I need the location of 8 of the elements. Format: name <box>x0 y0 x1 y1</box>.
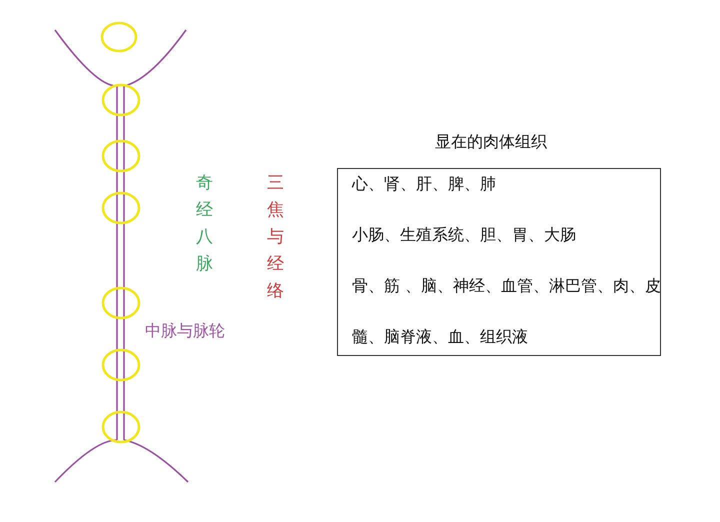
list-text: 髓、脑脊液、血、组织液 <box>352 327 528 347</box>
list-text: 心、肾、肝、脾、肺 <box>352 174 496 194</box>
list-text: 小肠、生殖系统、胆、胃、大肠 <box>352 225 576 245</box>
box-heading: 显在的肉体组织 <box>435 132 547 152</box>
vertical-label: 奇经八脉 <box>196 172 214 276</box>
list-text: 骨、筋 、脑、神经、血管、淋巴管、肉、皮 <box>352 276 662 296</box>
channel-label: 中脉与脉轮 <box>145 321 225 341</box>
vertical-label: 三焦与经络 <box>267 172 285 303</box>
